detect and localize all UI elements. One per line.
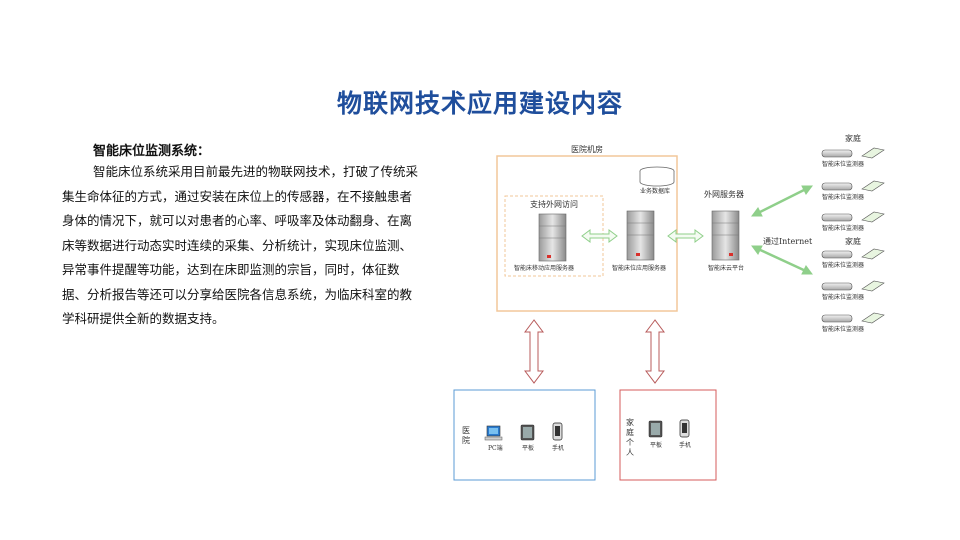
arrow-mid-right	[667, 229, 704, 243]
server-right-label: 智能床云平台	[708, 265, 745, 272]
bed-label: 智能床位监测器	[822, 262, 865, 269]
tablet-icon-hospital	[520, 424, 535, 441]
page-title: 物联网技术应用建设内容	[336, 89, 623, 118]
phone-icon-family	[679, 419, 690, 438]
phone-label-hospital: 手机	[552, 445, 565, 452]
hospital-room-label: 医院机房	[571, 145, 603, 154]
hospital-terminal-box	[453, 389, 596, 481]
pc-icon	[484, 425, 503, 441]
tablet-label-hospital: 平板	[522, 445, 535, 452]
server-left-icon	[538, 213, 567, 262]
bed-label: 智能床位监测器	[822, 225, 865, 232]
server-mid-icon	[626, 210, 655, 261]
bed-sensor-group-bottom	[821, 248, 885, 324]
bed-sensor-group-top	[821, 147, 885, 223]
database-icon	[639, 166, 675, 187]
bed-label: 智能床位监测器	[822, 194, 865, 201]
bed-label: 智能床位监测器	[822, 294, 865, 301]
section-heading: 智能床位监测系统：	[93, 144, 211, 159]
bed-sensor-icon	[821, 248, 885, 260]
arrow-to-hospital-box	[524, 319, 544, 384]
bed-sensor-icon	[821, 312, 885, 324]
family-terminal-box	[619, 389, 717, 481]
external-access-label: 支持外网访问	[530, 200, 578, 209]
bed-label: 智能床位监测器	[822, 326, 865, 333]
arrow-left-mid	[581, 229, 618, 243]
server-left-label: 智能床移动应用服务器	[514, 265, 575, 272]
section-paragraph: 智能床位系统采用目前最先进的物联网技术，打破了传统采集生命体征的方式，通过安装在…	[62, 164, 419, 326]
arrow-to-family-box	[645, 319, 665, 384]
tablet-label-family: 平板	[650, 442, 663, 449]
family-box-label: 家庭个人	[626, 418, 634, 457]
arrow-to-home-top	[751, 185, 813, 217]
bed-sensor-icon	[821, 280, 885, 292]
tablet-icon-family	[648, 420, 663, 438]
bed-sensor-icon	[821, 147, 885, 159]
bed-label: 智能床位监测器	[822, 161, 865, 168]
server-mid-label: 智能床位应用服务器	[612, 265, 667, 272]
server-right-icon	[711, 210, 740, 261]
pc-label: PC端	[488, 445, 503, 452]
phone-label-family: 手机	[679, 442, 692, 449]
external-server-heading: 外网服务器	[704, 190, 744, 199]
home-label-mid: 家庭	[845, 237, 861, 246]
arrow-to-home-bottom	[751, 245, 813, 275]
bed-sensor-icon	[821, 211, 885, 223]
home-label-top: 家庭	[845, 134, 861, 143]
database-label: 业务数据库	[640, 188, 671, 195]
bed-sensor-icon	[821, 180, 885, 192]
hospital-box-label: 医院	[462, 426, 470, 445]
internet-label: 通过Internet	[763, 237, 813, 246]
phone-icon-hospital	[552, 422, 563, 441]
